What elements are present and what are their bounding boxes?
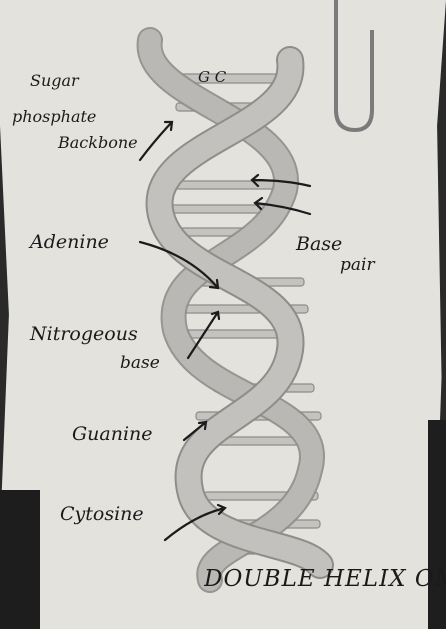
label-base-pair-1: Base	[295, 233, 342, 255]
caption-title: DOUBLE HELIX OM	[204, 566, 446, 592]
label-sugar-3: Backbone	[57, 133, 138, 152]
label-cytosine: Cytosine	[60, 503, 144, 525]
label-adenine: Adenine	[28, 231, 109, 253]
paper-clip-icon	[336, 0, 372, 130]
label-sugar-2: phosphate	[12, 107, 96, 126]
label-nitrogenous-1: Nitrogeous	[29, 323, 138, 345]
label-nitrogenous-2: base	[120, 353, 160, 373]
label-gc: G C	[198, 68, 227, 86]
label-base-pair-2: pair	[340, 255, 375, 275]
label-sugar-1: Sugar	[30, 71, 80, 90]
label-guanine: Guanine	[72, 423, 153, 445]
